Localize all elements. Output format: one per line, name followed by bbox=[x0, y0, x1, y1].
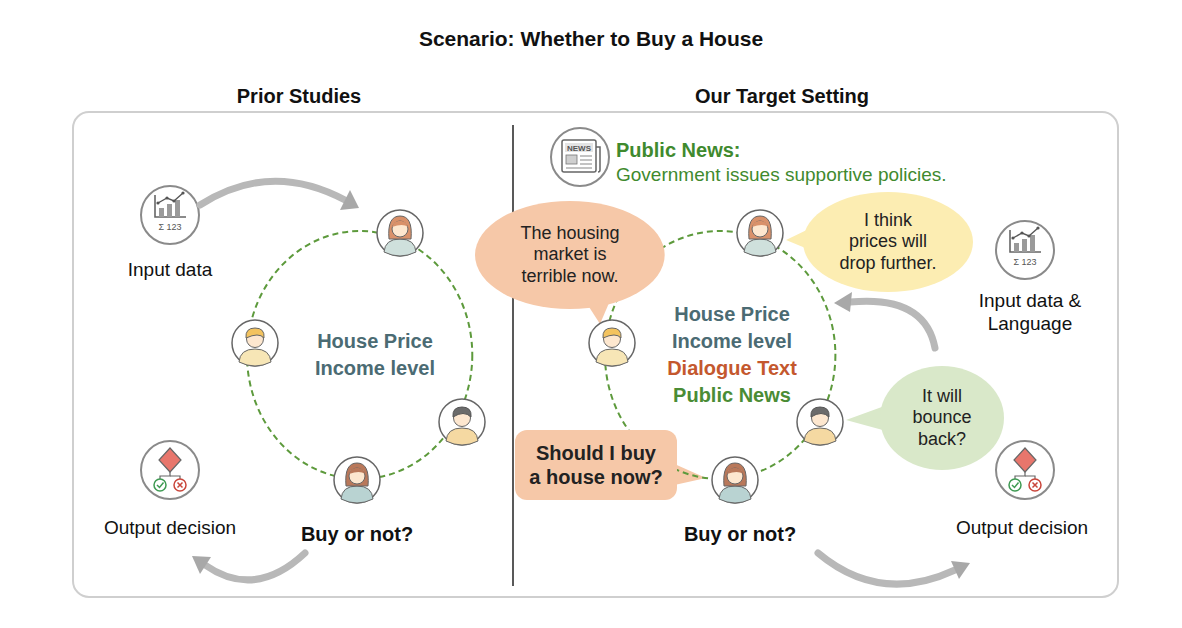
person-icon bbox=[334, 457, 380, 503]
arrow-head bbox=[951, 561, 970, 579]
node-text-group: It will bounce back? bbox=[879, 365, 1005, 471]
arrow-head bbox=[192, 556, 211, 574]
outer-panel bbox=[73, 112, 1118, 597]
speech-bubble: Should I buy a house now? bbox=[515, 430, 677, 500]
bubble-ellipse bbox=[803, 192, 973, 292]
person-icon bbox=[797, 399, 843, 445]
icon-caption: Σ 123 bbox=[1013, 257, 1036, 268]
question-label: Buy or not? bbox=[301, 522, 413, 546]
speech-bubble: The housing market is terrible now. bbox=[474, 200, 666, 310]
icon-label: Output decision bbox=[104, 517, 236, 540]
dialogue-text: It will bounce back? bbox=[909, 386, 975, 451]
person-icon bbox=[737, 210, 783, 256]
cycle-arrow bbox=[850, 301, 935, 348]
cycle-arrow bbox=[205, 553, 305, 580]
diagram-title: Scenario: Whether to Buy a House bbox=[419, 26, 763, 51]
person-icon bbox=[232, 320, 278, 366]
dashed-ellipse bbox=[246, 230, 473, 480]
bubble-ellipse bbox=[475, 201, 665, 309]
dialogue-text: The housing market is terrible now. bbox=[507, 223, 632, 288]
decision-icon bbox=[141, 441, 199, 499]
divider-line bbox=[512, 125, 514, 586]
bubble-ellipse bbox=[880, 366, 1004, 470]
section-heading: Our Target Setting bbox=[695, 84, 869, 108]
arrow-heads bbox=[192, 190, 970, 579]
factor-text: Income level bbox=[672, 328, 792, 355]
icon-caption: Σ 123 bbox=[158, 222, 181, 233]
speech-bubble: I think prices will drop further. bbox=[802, 191, 974, 293]
icon-label: Input data bbox=[128, 259, 213, 282]
icon-label: Output decision bbox=[956, 517, 1088, 540]
cycle-arrow bbox=[818, 553, 955, 584]
decision-icon bbox=[996, 441, 1054, 499]
arrow-head bbox=[340, 190, 359, 210]
chart-icon bbox=[141, 186, 199, 244]
news-heading: Public News: bbox=[616, 138, 740, 162]
question-label: Buy or not? bbox=[684, 522, 796, 546]
person-icon bbox=[712, 457, 758, 503]
factor-text: House Price bbox=[674, 301, 790, 328]
factor-text: Public News bbox=[673, 382, 791, 409]
factor-text: House Price bbox=[317, 328, 433, 355]
news-text: Government issues supportive policies. bbox=[616, 164, 947, 187]
person-icon bbox=[589, 320, 635, 366]
node-text-group: I think prices will drop further. bbox=[802, 191, 974, 293]
icon-label: Input data & Language bbox=[974, 290, 1086, 336]
section-heading: Prior Studies bbox=[237, 84, 361, 108]
dashed-ellipse-outline bbox=[247, 231, 472, 479]
speech-bubble: It will bounce back? bbox=[879, 365, 1005, 471]
person-icon bbox=[377, 210, 423, 256]
agent-circle: House PriceIncome level bbox=[246, 230, 473, 480]
factor-text: Income level bbox=[315, 355, 435, 382]
dialogue-text: I think prices will drop further. bbox=[838, 210, 938, 275]
node-text-group: The housing market is terrible now. bbox=[474, 200, 666, 310]
news-icon bbox=[551, 128, 609, 186]
icon-caption: NEWS bbox=[567, 144, 591, 154]
node-text-group: House PriceIncome level bbox=[246, 230, 473, 480]
arrow-head bbox=[834, 292, 852, 312]
dialogue-text: Should I buy a house now? bbox=[529, 441, 664, 489]
person-icon bbox=[439, 399, 485, 445]
cycle-arrow bbox=[200, 181, 345, 205]
node-text-group: Should I buy a house now? bbox=[515, 430, 677, 500]
factor-text: Dialogue Text bbox=[667, 355, 797, 382]
chart-icon bbox=[996, 221, 1054, 279]
